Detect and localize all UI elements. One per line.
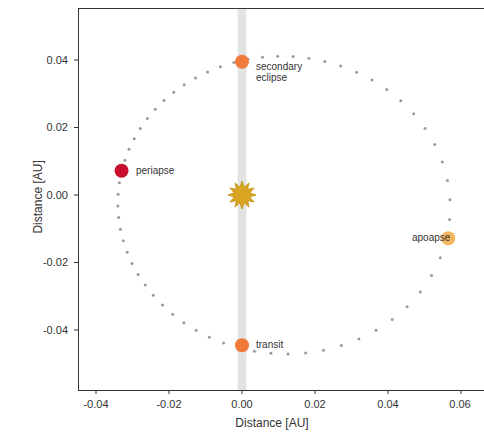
planet-marker [115, 164, 129, 178]
y-tick-label: -0.04 [43, 324, 68, 337]
orbit-dot [323, 60, 326, 63]
orbit-dot [448, 218, 451, 221]
orbit-dot [399, 99, 402, 102]
x-tick-label: -0.02 [156, 398, 181, 411]
orbit-dot [357, 337, 360, 340]
x-tick-label: 0.06 [449, 398, 470, 411]
x-tick [169, 390, 170, 394]
orbit-dot [206, 70, 209, 73]
y-tick-label: -0.02 [43, 256, 68, 269]
y-tick-label: 0.02 [47, 121, 68, 134]
x-tick [315, 390, 316, 394]
x-tick-label: 0.00 [231, 398, 252, 411]
orbit-dot [117, 216, 120, 219]
y-tick [74, 330, 78, 331]
orbit-dot [126, 251, 129, 254]
orbit-dot [439, 256, 442, 259]
orbit-dot [441, 161, 444, 164]
orbit-dot [406, 305, 409, 308]
orbit-dot [171, 313, 174, 316]
orbit-dot [219, 65, 222, 68]
x-tick [96, 390, 97, 394]
orbit-dot [122, 239, 125, 242]
planet-marker [235, 55, 249, 69]
orbit-dot [144, 284, 147, 287]
orbit-dot [128, 148, 131, 151]
x-tick [242, 390, 243, 394]
y-tick-label: 0.04 [47, 54, 68, 67]
orbit-dot [253, 350, 256, 353]
x-tick [461, 390, 462, 394]
orbit-dot [172, 91, 175, 94]
orbit-dot [195, 329, 198, 332]
x-tick-label: 0.02 [304, 398, 325, 411]
orbit-dot [433, 143, 436, 146]
orbit-dot [139, 127, 142, 130]
orbit-dot [307, 57, 310, 60]
orbit-dot [152, 294, 155, 297]
orbit-dot [339, 64, 342, 67]
plot-frame [79, 9, 484, 391]
star-symbol [228, 181, 256, 209]
orbit-dot [448, 198, 451, 201]
orbit-dot [419, 290, 422, 293]
orbit-dot [292, 55, 295, 58]
x-tick-label: -0.04 [83, 398, 108, 411]
point-label: transit [256, 339, 283, 351]
orbit-dot [232, 61, 235, 64]
orbit-dot [269, 352, 272, 355]
orbit-dot [375, 329, 378, 332]
orbit-dot [137, 273, 140, 276]
orbit-dots [116, 55, 451, 356]
y-tick [74, 127, 78, 128]
orbit-dot [161, 304, 164, 307]
orbit-dot [355, 71, 358, 74]
orbit-dot [424, 127, 427, 130]
orbit-dot [261, 56, 264, 59]
orbit-dot [116, 204, 119, 207]
orbit-dot [182, 321, 185, 324]
orbit-dot [222, 341, 225, 344]
orbit-dot [118, 181, 121, 184]
orbit-dot [370, 79, 373, 82]
planet-marker [235, 338, 249, 352]
orbit-dot [117, 193, 120, 196]
orbit-dot [194, 76, 197, 79]
y-axis-title: Distance [AU] [32, 160, 46, 233]
orbit-dot [276, 55, 279, 58]
x-axis-title: Distance [AU] [235, 417, 308, 431]
point-label: periapse [136, 165, 174, 177]
orbit-dot [119, 228, 122, 231]
y-tick [74, 195, 78, 196]
orbit-dot [123, 159, 126, 162]
orbit-dot [385, 88, 388, 91]
orbit-dot [340, 344, 343, 347]
orbit-dot [154, 108, 157, 111]
point-label: apoapse [412, 232, 450, 244]
y-tick [74, 262, 78, 263]
y-tick-label: 0.00 [47, 189, 68, 202]
orbit-dot [412, 112, 415, 115]
orbit-dot [183, 83, 186, 86]
orbit-dot [287, 352, 290, 355]
point-label: secondary eclipse [256, 61, 330, 84]
orbit-dot [430, 274, 433, 277]
planet-markers [115, 55, 456, 353]
orbit-dot [304, 351, 307, 354]
orbit-dot [446, 179, 449, 182]
orbit-dot [208, 336, 211, 339]
orbit-dot [133, 137, 136, 140]
orbit-dot [322, 349, 325, 352]
orbit-dot [163, 99, 166, 102]
orbit-dot [146, 117, 149, 120]
x-tick [388, 390, 389, 394]
y-tick [74, 60, 78, 61]
orbit-dot [131, 262, 134, 265]
orbit-dot [391, 318, 394, 321]
x-tick-label: 0.04 [377, 398, 398, 411]
